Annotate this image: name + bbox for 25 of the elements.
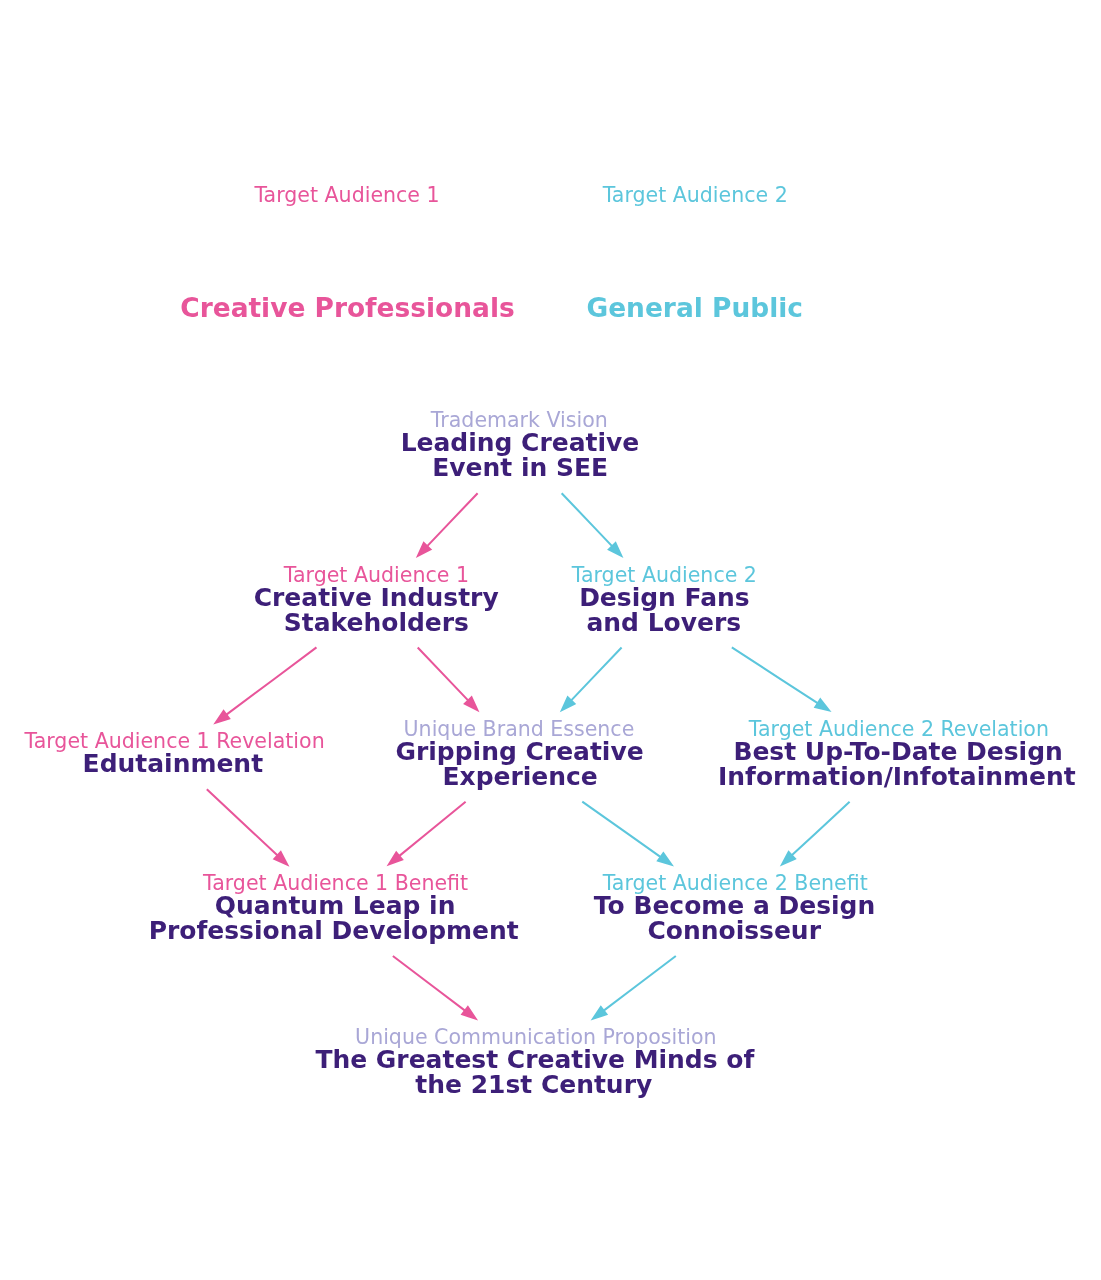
label: Target Audience 1 (254, 182, 440, 207)
node-text: Target Audience 1 Revelation Edutainment (24, 729, 325, 779)
arrow (779, 800, 851, 867)
node-text: Target Audience 1 Benefit Quantum Leap in Professional Development (148, 871, 519, 946)
arrow (590, 955, 677, 1021)
node-text: Unique Communication Proposition The Greatest Creative Minds of the 21st Century (315, 1025, 755, 1100)
arrow (392, 955, 479, 1021)
arrow (560, 492, 624, 559)
node-text: Target Audience 2 Revelation Best Up-To-Date Design Information/Infotainment (717, 716, 1076, 791)
arrow (206, 788, 290, 867)
arrow (731, 646, 832, 713)
arrow (559, 646, 623, 713)
node-text: Target Audience 1 Creative Industry Stakeholders (253, 562, 499, 637)
arrow (416, 646, 480, 713)
node-text: Trademark Vision Leading Creative Event in SEE (400, 408, 640, 483)
arrow (581, 800, 674, 867)
label: Target Audience 2 (602, 182, 788, 207)
node-text: Target Audience 2 Benefit To Become a Design Connoisseur (593, 871, 876, 946)
node-text: Unique Brand Essence Gripping Creative Experience (395, 716, 644, 791)
arrow (415, 492, 479, 559)
node-text: Target Audience 2 Design Fans and Lovers (571, 562, 757, 637)
label: General Public (586, 292, 803, 324)
arrow (213, 646, 318, 725)
arrow (386, 800, 467, 867)
label: Creative Professionals (180, 292, 515, 324)
